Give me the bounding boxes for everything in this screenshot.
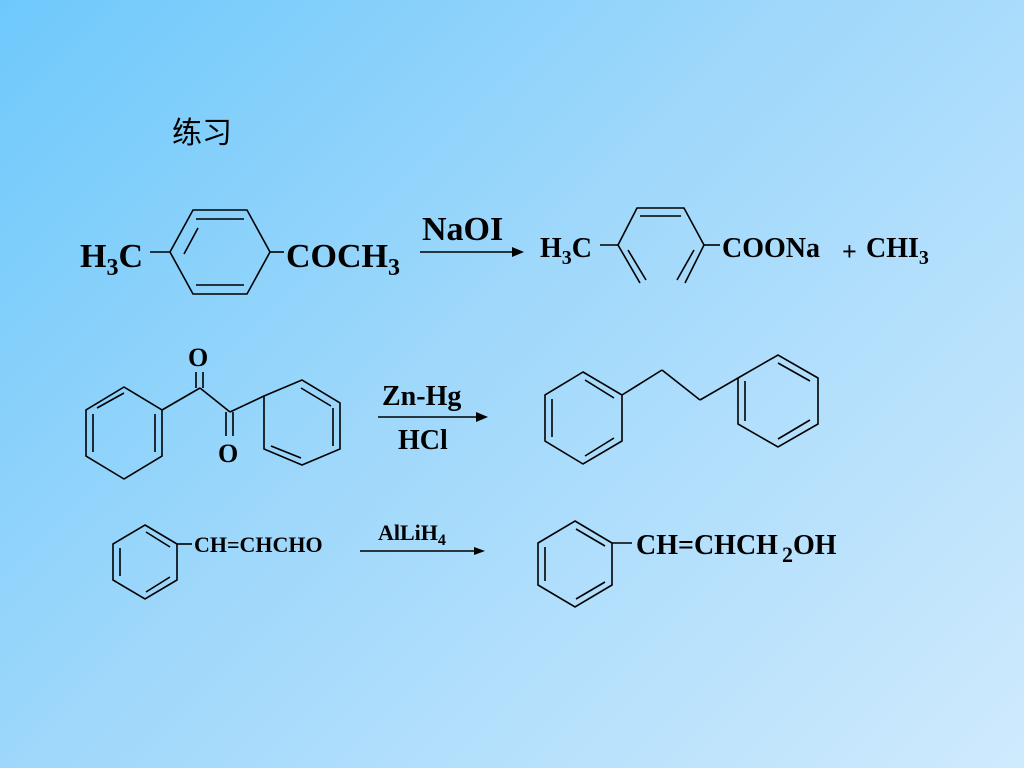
double-bond: [777, 362, 811, 382]
reaction-1-reactant: H3C COCH3: [80, 209, 400, 295]
bond: [199, 387, 231, 413]
double-bond: [777, 419, 811, 440]
benzene-ring: [537, 520, 613, 608]
product-1-methyl-label: H3C: [540, 233, 592, 269]
bond: [661, 369, 701, 401]
reaction-1-product: H3C COONa + CHI3: [540, 207, 929, 284]
reaction-2-product: [544, 354, 819, 465]
reagent-2-top-label: Zn-Hg: [382, 381, 461, 412]
double-bond: [676, 249, 695, 281]
benzene-ring: [544, 371, 623, 465]
reaction-3-reactant: CH=CHCHO: [112, 524, 323, 600]
double-bond: [575, 581, 606, 600]
reactant-1-methyl-label: H3C: [80, 238, 143, 281]
reaction-2-reactant: O O: [85, 343, 341, 480]
benzene-ring: [263, 379, 341, 466]
double-bond: [145, 531, 171, 548]
arrow-head: [476, 412, 488, 422]
iodoform-label: CHI3: [866, 233, 929, 269]
oxygen-top-label: O: [188, 343, 208, 372]
oxygen-bottom-label: O: [218, 439, 238, 468]
double-bond: [575, 528, 606, 547]
double-bond: [300, 387, 332, 407]
double-bond: [584, 437, 615, 457]
reagent-2-bottom-label: HCl: [398, 425, 448, 456]
reaction-2: O O Zn-Hg HCl: [85, 343, 819, 480]
product-1-carboxylate-label: COONa: [722, 233, 820, 264]
double-bond: [183, 227, 199, 255]
bond: [161, 387, 201, 411]
reagent-1-label: NaOI: [422, 211, 503, 248]
benzene-ring: [617, 207, 705, 284]
plus-sign: +: [842, 237, 857, 266]
bond: [621, 369, 663, 396]
double-bond: [584, 379, 615, 399]
double-bond: [270, 445, 302, 459]
double-bond: [145, 576, 171, 593]
bond: [229, 395, 265, 413]
reaction-1: H3C COCH3 NaOI H3C: [80, 207, 929, 295]
benzene-ring: [112, 524, 178, 600]
arrow-head: [474, 547, 485, 555]
bond: [699, 377, 739, 401]
benzene-ring: [737, 354, 819, 448]
reactant-1-acetyl-label: COCH3: [286, 238, 400, 281]
arrow-head: [512, 247, 524, 257]
reagent-3-label: AlLiH4: [378, 520, 446, 549]
reactant-3-label: CH=CHCHO: [194, 532, 323, 557]
benzene-ring: [85, 386, 163, 480]
slide-title: 练习: [172, 116, 232, 151]
double-bond: [627, 249, 647, 281]
double-bond: [96, 392, 125, 409]
